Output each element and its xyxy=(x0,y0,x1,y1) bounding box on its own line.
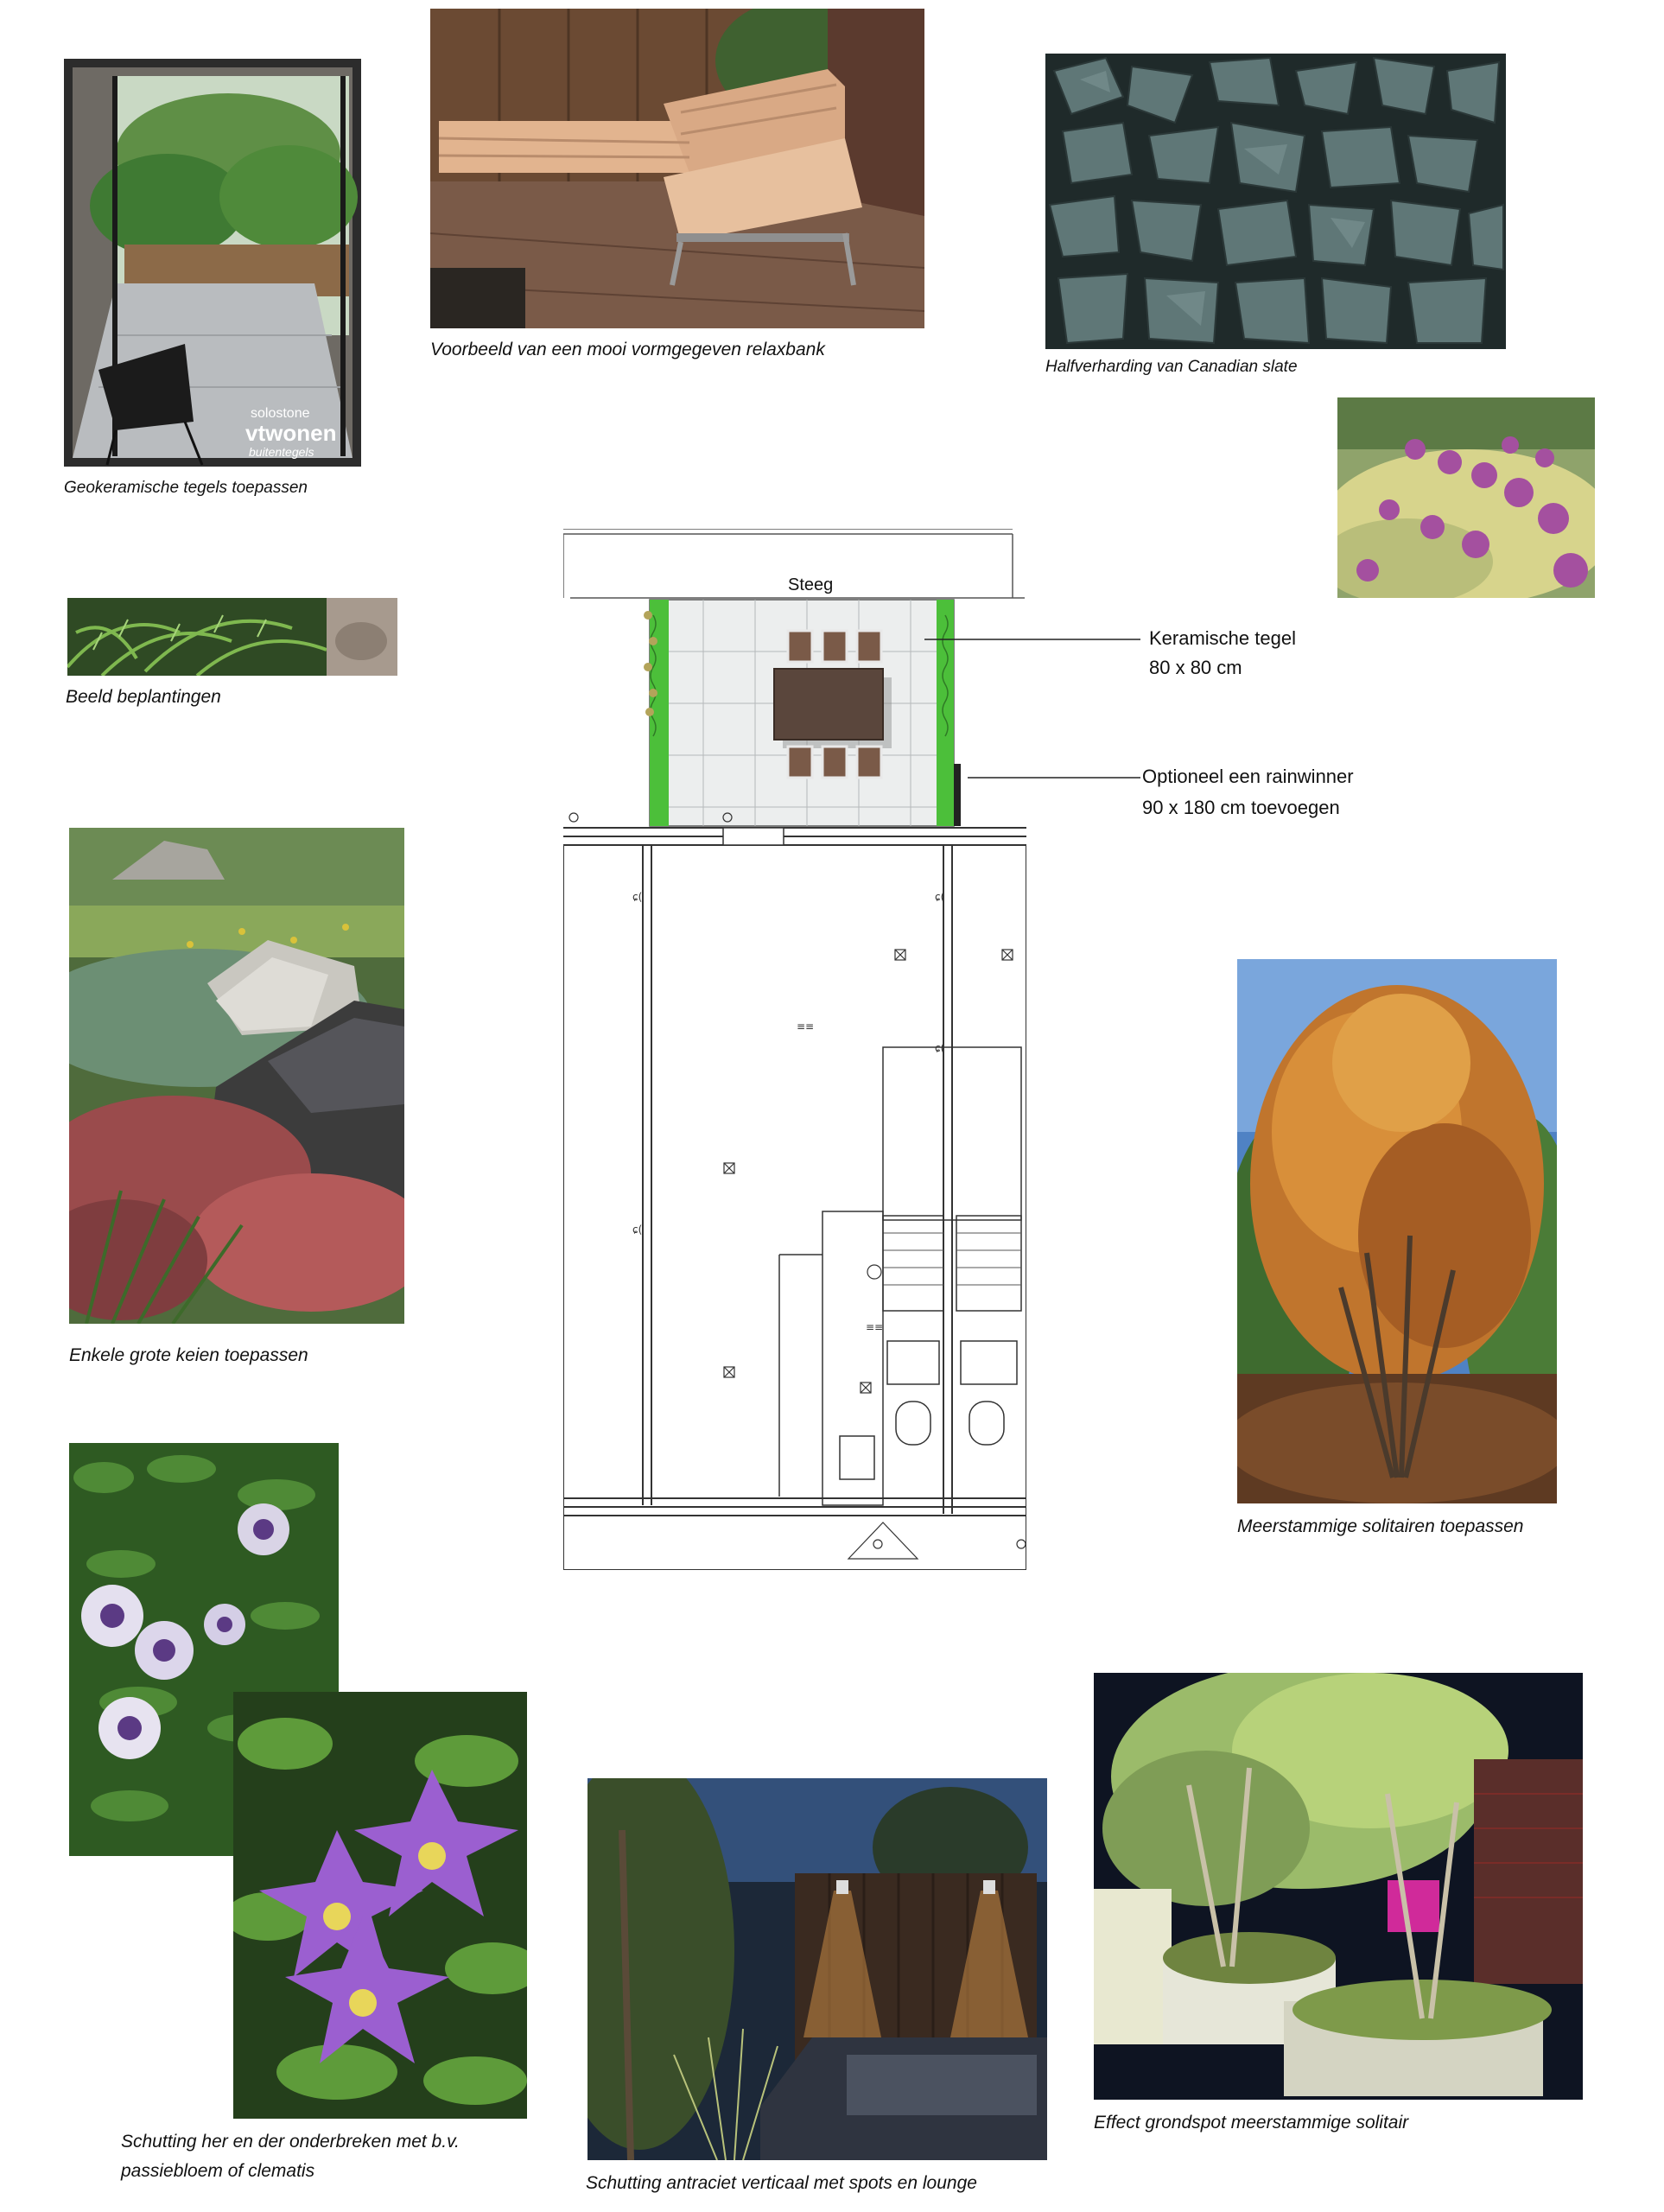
svg-text:ɕ(: ɕ( xyxy=(632,891,642,903)
photo-clematis xyxy=(233,1692,527,2119)
svg-text:ɕ(: ɕ( xyxy=(935,891,944,903)
tile-note-line2: 80 x 80 cm xyxy=(1149,657,1242,678)
rain-note-line1: Optioneel een rainwinner xyxy=(1142,766,1354,787)
vtwonen-logo: vtwonen xyxy=(245,420,337,446)
svg-text:≡≡: ≡≡ xyxy=(866,1321,883,1333)
photo-ceramic-tiles-doorway: solostone vtwonen buitentegels xyxy=(64,59,361,467)
caption-multistem: Meerstammige solitairen toepassen xyxy=(1237,1516,1524,1536)
photo-allium-grasses xyxy=(1337,397,1595,598)
vtwonen-logo-sub: buitentegels xyxy=(249,445,314,459)
photo-fern-planting xyxy=(67,598,397,676)
plan-alley-label: Steeg xyxy=(788,575,834,594)
photo-large-boulders xyxy=(69,828,404,1324)
caption-fence-line2: passiebloem of clematis xyxy=(121,2161,315,2181)
photo-anthracite-fence-lounge xyxy=(587,1778,1047,2160)
svg-text:ɕ(: ɕ( xyxy=(632,1224,642,1236)
photo-groundspot-tree xyxy=(1094,1673,1583,2100)
photo-multistem-tree xyxy=(1237,959,1557,1503)
photo-canadian-slate xyxy=(1045,54,1506,349)
caption-slate: Halfverharding van Canadian slate xyxy=(1045,358,1298,376)
plan-callout-lines xyxy=(924,639,1140,779)
caption-planting: Beeld beplantingen xyxy=(66,687,221,707)
caption-boulders: Enkele grote keien toepassen xyxy=(69,1345,308,1365)
caption-groundspot: Effect grondspot meerstammige solitair xyxy=(1094,2113,1409,2133)
photo-relax-bench xyxy=(430,9,924,328)
caption-tiles: Geokeramische tegels toepassen xyxy=(64,479,308,497)
vtwonen-logo-small: solostone xyxy=(251,406,310,421)
caption-bench: Voorbeeld van een mooi vormgegeven relax… xyxy=(430,340,825,359)
caption-fence-lighting: Schutting antraciet verticaal met spots … xyxy=(586,2173,977,2193)
svg-text:≡≡: ≡≡ xyxy=(797,1020,814,1033)
tile-note-line1: Keramische tegel xyxy=(1149,627,1296,649)
garden-floor-plan: ɕ( ɕ( ɕ( ɕ( ≡≡ ≡≡ Steeg xyxy=(563,529,1026,1570)
rain-note-line2: 90 x 180 cm toevoegen xyxy=(1142,797,1340,818)
svg-text:ɕ(: ɕ( xyxy=(935,1042,944,1054)
caption-fence-line1: Schutting her en der onderbreken met b.v… xyxy=(121,2132,460,2152)
